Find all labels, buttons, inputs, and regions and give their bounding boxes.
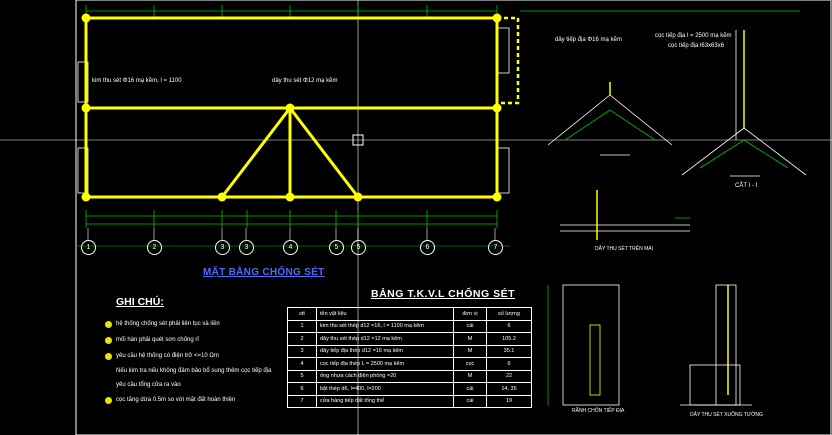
cell-name: cọc tiếp địa thép L = 2500 mạ kẽm xyxy=(316,357,454,371)
cell-qty: 22 xyxy=(486,369,532,383)
cell-qty: 35.1 xyxy=(486,344,532,358)
grid-axis-6[interactable]: 6 xyxy=(420,240,435,255)
cell-unit: M xyxy=(453,344,487,358)
cell-name: bật thép d6, l=400, l=200 xyxy=(316,382,454,396)
table-row: 3 dây tiếp địa thép d12 =16 mạ kẽm M 35.… xyxy=(287,344,532,358)
grid-axis-5b[interactable]: 5 xyxy=(351,240,366,255)
detail-wall-label: DÂY THU SÉT XUỐNG TƯỜNG xyxy=(690,412,763,418)
bottom-dimension xyxy=(85,210,498,228)
table-row: 4 cọc tiếp địa thép L = 2500 mạ kẽm cọc … xyxy=(287,357,532,371)
cell-qty: 6 xyxy=(486,319,532,333)
materials-table: stt tên vật liệu đơn vị số lượng 1 kim t… xyxy=(287,307,532,408)
table-row: 5 ống nhựa cách điện phòng =20 M 22 xyxy=(287,369,532,383)
cell-qty: 19 xyxy=(486,394,532,408)
note-3: yêu cầu hệ thống có điện trở <=10 Ωm xyxy=(116,353,219,359)
label-ground-rod: cọc tiếp địa l = 2500 mạ kẽm xyxy=(655,33,732,39)
grid-axis-7[interactable]: 7 xyxy=(488,240,503,255)
label-wire: dây thu sét Φ12 mạ kẽm xyxy=(272,78,338,84)
note-6: cọc tăng dừa 0.5m so với mặt đất hoàn th… xyxy=(116,397,236,403)
grid-axis-2[interactable]: 2 xyxy=(147,240,162,255)
cell-stt: 5 xyxy=(287,369,317,383)
cell-qty: 6 xyxy=(486,357,532,371)
cell-stt: 4 xyxy=(287,357,317,371)
grid-axis-3b[interactable]: 3 xyxy=(239,240,254,255)
cell-unit: M xyxy=(453,369,487,383)
cell-name: dây thu sét thép d12 =12 mạ kẽm xyxy=(316,332,454,346)
cell-stt: 3 xyxy=(287,344,317,358)
cell-qty: 105.2 xyxy=(486,332,532,346)
cell-name: cửa hàng tiếp đất tổng thể xyxy=(316,394,454,408)
trench-detail xyxy=(547,284,620,406)
wall-detail xyxy=(680,284,752,406)
table-row: 6 bật thép d6, l=400, l=200 cái 14, 35 xyxy=(287,382,532,396)
table-row: 1 kim thu sét thép d12 =16, l = 1100 mạ … xyxy=(287,319,532,333)
down-conductor-dashed xyxy=(497,16,520,105)
cell-unit: M xyxy=(453,332,487,346)
note-bullet-6 xyxy=(105,397,112,404)
notes-title: GHI CHÚ: xyxy=(116,296,164,308)
cell-qty: 14, 35 xyxy=(486,382,532,396)
grid-axis-4[interactable]: 4 xyxy=(283,240,298,255)
header-unit: đơn vị xyxy=(453,307,487,321)
cell-stt: 7 xyxy=(287,394,317,408)
cell-name: kim thu sét thép d12 =16, l = 1100 mạ kẽ… xyxy=(316,319,454,333)
note-4: Nếu kim tra nếu không đảm bảo bổ sung th… xyxy=(116,368,272,374)
cell-name: ống nhựa cách điện phòng =20 xyxy=(316,369,454,383)
cell-stt: 1 xyxy=(287,319,317,333)
roof-level-detail xyxy=(560,190,690,240)
label-down-conductor: dây tiếp địa Φ16 mạ kẽm xyxy=(555,37,622,43)
grid-axis-1[interactable]: 1 xyxy=(81,240,96,255)
plan-title: MẶT BẰNG CHỐNG SÉT xyxy=(203,267,325,278)
detail-trench-label: RÃNH CHÔN TIẾP ĐỊA xyxy=(572,408,625,414)
header-qty: số lượng xyxy=(486,307,532,321)
cell-stt: 6 xyxy=(287,382,317,396)
cell-stt: 2 xyxy=(287,332,317,346)
cell-name: dây tiếp địa thép d12 =16 mạ kẽm xyxy=(316,344,454,358)
cell-unit: cái xyxy=(453,319,487,333)
note-1: hệ thống chống sét phải liên tục và liền xyxy=(116,321,220,327)
note-5: yêu cầu tổng cửa ra vào xyxy=(116,382,181,388)
roof-detail-upper xyxy=(547,82,673,156)
note-bullet-2 xyxy=(105,337,112,344)
label-ground-rod-2: cọc tiếp địa l63x63x6 xyxy=(668,43,725,49)
label-rod: kim thu sét Φ16 mạ kẽm, l = 1100 xyxy=(92,78,182,84)
rod-nodes xyxy=(81,13,502,202)
table-row: 7 cửa hàng tiếp đất tổng thể cái 19 xyxy=(287,394,532,408)
drawing-border xyxy=(75,0,832,435)
roof-detail-lower xyxy=(681,30,807,177)
section-label: CẮT I - I xyxy=(735,183,758,189)
header-name: tên vật liệu xyxy=(316,307,454,321)
grid-axis-3[interactable]: 3 xyxy=(215,240,230,255)
table-row: 2 dây thu sét thép d12 =12 mạ kẽm M 105.… xyxy=(287,332,532,346)
note-2: mối hàn phải quét sơn chống rỉ xyxy=(116,337,199,343)
cell-unit: cọc xyxy=(453,357,487,371)
table-header-row: stt tên vật liệu đơn vị số lượng xyxy=(287,307,532,321)
table-title: BẢNG T.K.V.L CHỐNG SÉT xyxy=(371,288,516,300)
detail-roof-label: DÂY THU SÉT TRÊN MÁI xyxy=(595,246,653,252)
cell-unit: cái xyxy=(453,394,487,408)
note-bullet-1 xyxy=(105,321,112,328)
note-bullet-3 xyxy=(105,353,112,360)
grid-axis-5[interactable]: 5 xyxy=(329,240,344,255)
cell-unit: cái xyxy=(453,382,487,396)
header-stt: stt xyxy=(287,307,317,321)
top-dimension xyxy=(85,5,800,17)
